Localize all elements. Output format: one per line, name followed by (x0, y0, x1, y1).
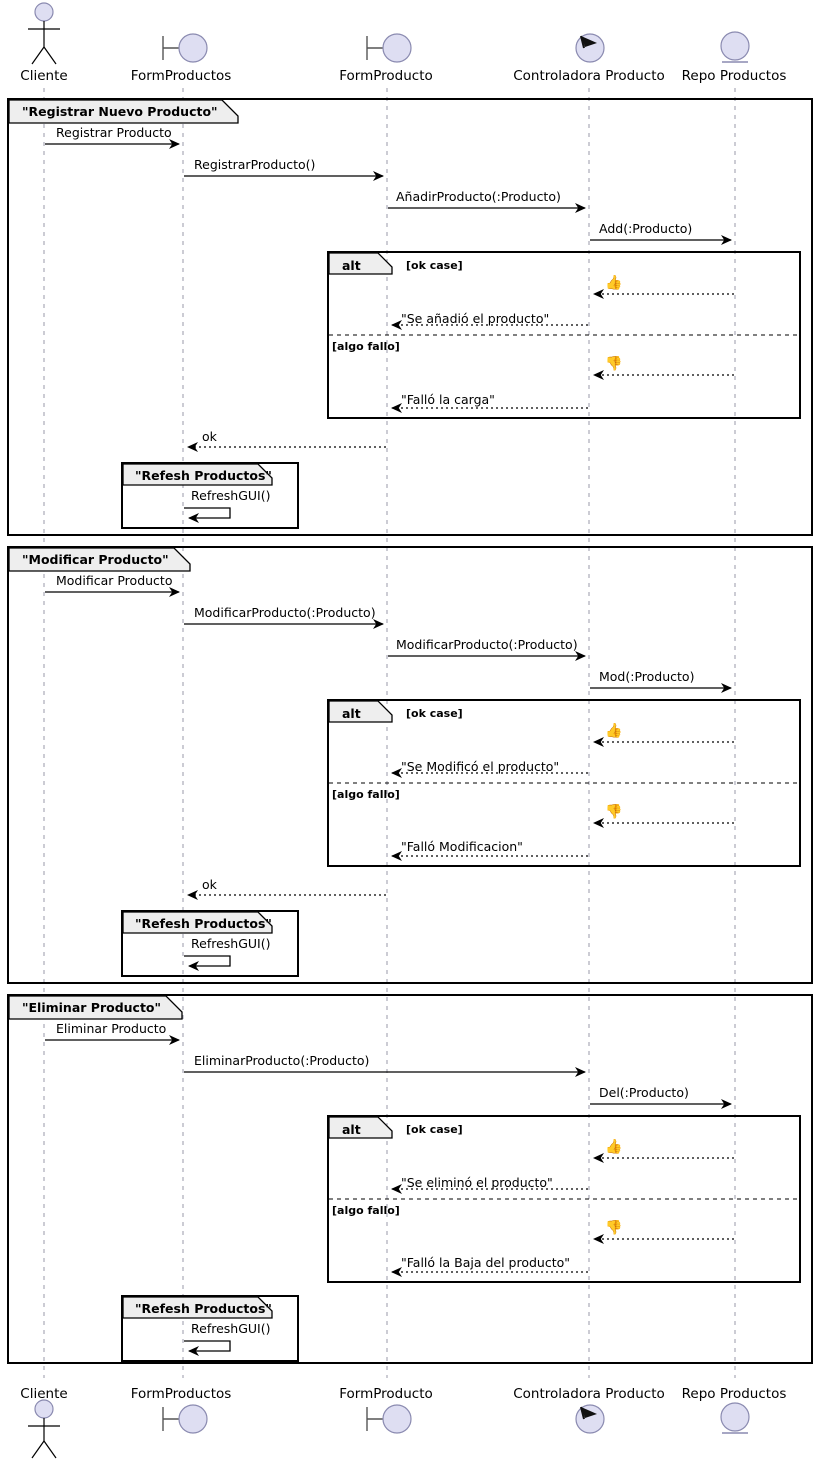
alt-fragment-modificar (327, 699, 801, 867)
alt-guard-fail-registrar: [algo fallo] (332, 340, 400, 353)
alt-guard-ok-modificar: [ok case] (406, 707, 463, 720)
control-icon-top (575, 33, 605, 63)
message-label-del: Del(:Producto) (599, 1085, 689, 1100)
boundary-icon-formproducto-bottom (366, 1404, 412, 1434)
fragment-refresh-registrar-box (121, 462, 299, 529)
message-label-registrar-producto: Registrar Producto (56, 125, 172, 140)
alt-guard-ok-registrar: [ok case] (406, 259, 463, 272)
message-label-add: Add(:Producto) (599, 221, 693, 236)
fragment-eliminar-returns (391, 1153, 734, 1277)
message-label-eliminarproducto-fn: EliminarProducto(:Producto) (194, 1053, 370, 1068)
participant-label-cliente-bottom: Cliente (20, 1386, 68, 1402)
boundary-icon-formproductos-bottom (162, 1404, 208, 1434)
thumbs-up-icon-modificar: 👍 (605, 723, 623, 739)
message-label-fallo-modificacion: "Falló Modificacion" (401, 839, 523, 854)
alt-label-eliminar: alt (342, 1122, 361, 1137)
message-label-fallo-carga: "Falló la carga" (401, 392, 495, 407)
participant-label-cliente-top: Cliente (20, 68, 68, 84)
fragment-modificar-messages (45, 587, 732, 693)
message-label-se-modifico: "Se Modificó el producto" (401, 759, 560, 774)
fragment-refresh-modificar-box (121, 910, 299, 977)
thumbs-down-icon-eliminar: 👎 (605, 1220, 623, 1236)
alt-fragment-eliminar (327, 1115, 801, 1283)
thumbs-down-icon-modificar: 👎 (605, 804, 623, 820)
actor-icon-top (28, 2, 60, 65)
message-label-modificar-producto: Modificar Producto (56, 573, 173, 588)
message-label-mod: Mod(:Producto) (599, 669, 695, 684)
alt-label-modificar: alt (342, 706, 361, 721)
fragment-registrar-returns (187, 289, 734, 452)
boundary-icon-formproducto-top (366, 33, 412, 63)
message-label-eliminar-producto: Eliminar Producto (56, 1021, 167, 1036)
participant-label-controladora-top: Controladora Producto (513, 68, 665, 84)
fragment-eliminar-box (7, 994, 813, 1364)
participant-label-formproducto-bottom: FormProducto (339, 1386, 433, 1402)
fragment-registrar-box (7, 98, 813, 536)
message-label-modificarproducto-fn2: ModificarProducto(:Producto) (396, 637, 578, 652)
entity-icon-top (720, 31, 750, 63)
fragment-label-eliminar: "Eliminar Producto" (22, 1000, 162, 1015)
message-label-modificarproducto-fn1: ModificarProducto(:Producto) (194, 605, 376, 620)
alt-guard-ok-eliminar: [ok case] (406, 1123, 463, 1136)
self-message-modificar (184, 955, 231, 971)
control-icon-bottom (575, 1404, 605, 1434)
message-label-refreshgui-eliminar: RefreshGUI() (191, 1321, 271, 1336)
fragment-label-refresh-eliminar: "Refesh Productos" (135, 1301, 272, 1316)
message-label-refreshgui-modificar: RefreshGUI() (191, 936, 271, 951)
message-label-registrarproducto-fn: RegistrarProducto() (194, 157, 316, 172)
boundary-icon-formproductos-top (162, 33, 208, 63)
participant-label-repo-top: Repo Productos (681, 68, 787, 84)
message-label-anadirproducto: AñadirProducto(:Producto) (396, 189, 561, 204)
message-label-ok-registrar: ok (202, 429, 217, 444)
lifelines (43, 88, 736, 1378)
fragment-label-refresh-modificar: "Refesh Productos" (135, 916, 272, 931)
fragment-label-modificar: "Modificar Producto" (22, 552, 169, 567)
fragment-label-registrar: "Registrar Nuevo Producto" (22, 104, 218, 119)
entity-icon-bottom (720, 1402, 750, 1434)
participant-label-formproductos-top: FormProductos (130, 68, 232, 84)
message-label-ok-modificar: ok (202, 877, 217, 892)
message-label-se-elimino: "Se eliminó el producto" (401, 1175, 553, 1190)
fragment-eliminar-messages (45, 1035, 732, 1109)
alt-label-registrar: alt (342, 258, 361, 273)
message-label-se-anadio: "Se añadió el producto" (401, 311, 550, 326)
message-label-refreshgui-registrar: RefreshGUI() (191, 488, 271, 503)
message-label-fallo-baja: "Falló la Baja del producto" (401, 1255, 571, 1270)
fragment-modificar-returns (187, 737, 734, 900)
thumbs-up-icon-eliminar: 👍 (605, 1139, 623, 1155)
self-message-eliminar (184, 1340, 231, 1356)
alt-guard-fail-modificar: [algo fallo] (332, 788, 400, 801)
thumbs-up-icon-registrar: 👍 (605, 275, 623, 291)
participant-label-formproductos-bottom: FormProductos (130, 1386, 232, 1402)
fragment-refresh-eliminar-box (121, 1295, 299, 1362)
alt-guard-fail-eliminar: [algo fallo] (332, 1204, 400, 1217)
fragment-modificar-box (7, 546, 813, 984)
participant-label-repo-bottom: Repo Productos (681, 1386, 787, 1402)
participant-label-formproducto-top: FormProducto (339, 68, 433, 84)
participant-label-controladora-bottom: Controladora Producto (513, 1386, 665, 1402)
fragment-registrar-messages (45, 139, 732, 245)
alt-fragment-registrar (327, 251, 801, 419)
actor-icon-bottom (28, 1399, 60, 1459)
self-message-registrar (184, 507, 231, 523)
thumbs-down-icon-registrar: 👎 (605, 356, 623, 372)
fragment-label-refresh-registrar: "Refesh Productos" (135, 468, 272, 483)
